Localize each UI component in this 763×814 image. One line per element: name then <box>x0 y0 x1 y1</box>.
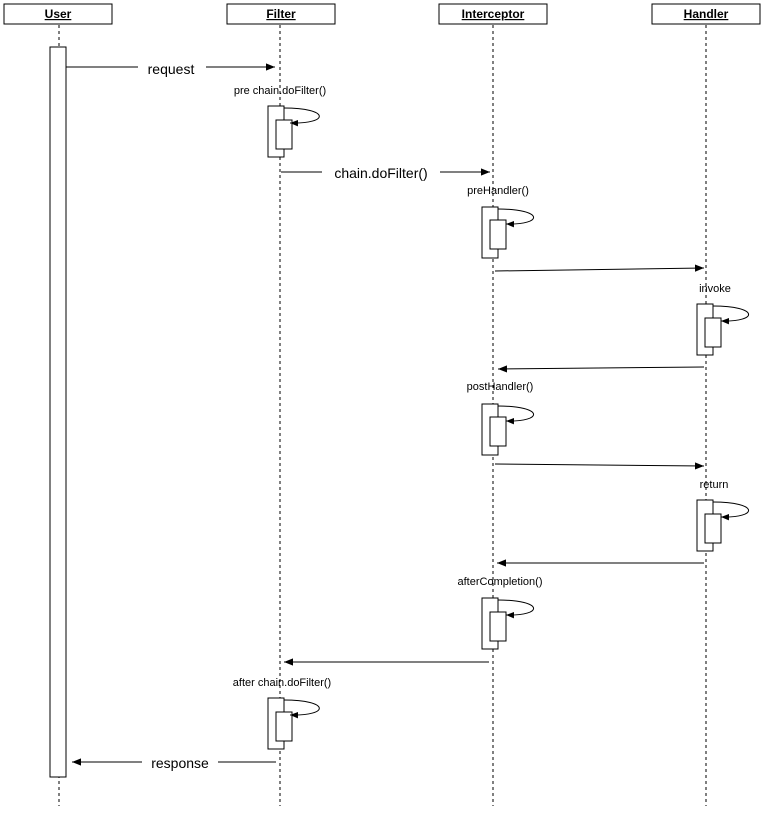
message-interceptor-to-handler-2 <box>494 462 705 470</box>
lifeline-handler-title: Handler <box>684 7 729 21</box>
note-return: return <box>700 479 729 491</box>
handler-self-call-return <box>696 499 750 552</box>
lifeline-filter: Filter <box>226 3 336 25</box>
handler-self-call-invoke <box>696 303 750 356</box>
note-invoke: invoke <box>699 283 731 295</box>
message-request: request <box>66 58 275 78</box>
note-pre-handler: preHandler() <box>467 185 529 197</box>
user-activation <box>49 46 67 778</box>
message-request-label: request <box>148 61 195 77</box>
message-chain-do-filter: chain.doFilter() <box>281 162 490 182</box>
message-response-label: response <box>151 755 209 771</box>
note-post-handler: postHandler() <box>467 381 534 393</box>
note-after-chain-do-filter: after chain.doFilter() <box>233 677 331 689</box>
lifeline-user-title: User <box>45 7 72 21</box>
message-chain-do-filter-label: chain.doFilter() <box>334 165 427 181</box>
message-interceptor-to-handler-1 <box>494 264 705 272</box>
note-pre-chain-do-filter: pre chain.doFilter() <box>234 85 326 97</box>
filter-self-call-pre <box>267 105 320 158</box>
note-after-completion: afterCompletion() <box>458 576 543 588</box>
lifeline-handler: Handler <box>651 3 761 25</box>
interceptor-self-call-after-completion <box>481 597 535 650</box>
lifeline-interceptor-title: Interceptor <box>462 7 525 21</box>
message-response: response <box>72 752 276 772</box>
lifeline-interceptor: Interceptor <box>438 3 548 25</box>
message-handler-to-interceptor-1 <box>497 365 705 373</box>
lifeline-filter-title: Filter <box>266 7 296 21</box>
filter-self-call-after <box>267 697 320 750</box>
interceptor-self-call-pre-handler <box>481 206 535 259</box>
lifeline-user: User <box>3 3 113 25</box>
interceptor-self-call-post-handler <box>481 403 535 456</box>
